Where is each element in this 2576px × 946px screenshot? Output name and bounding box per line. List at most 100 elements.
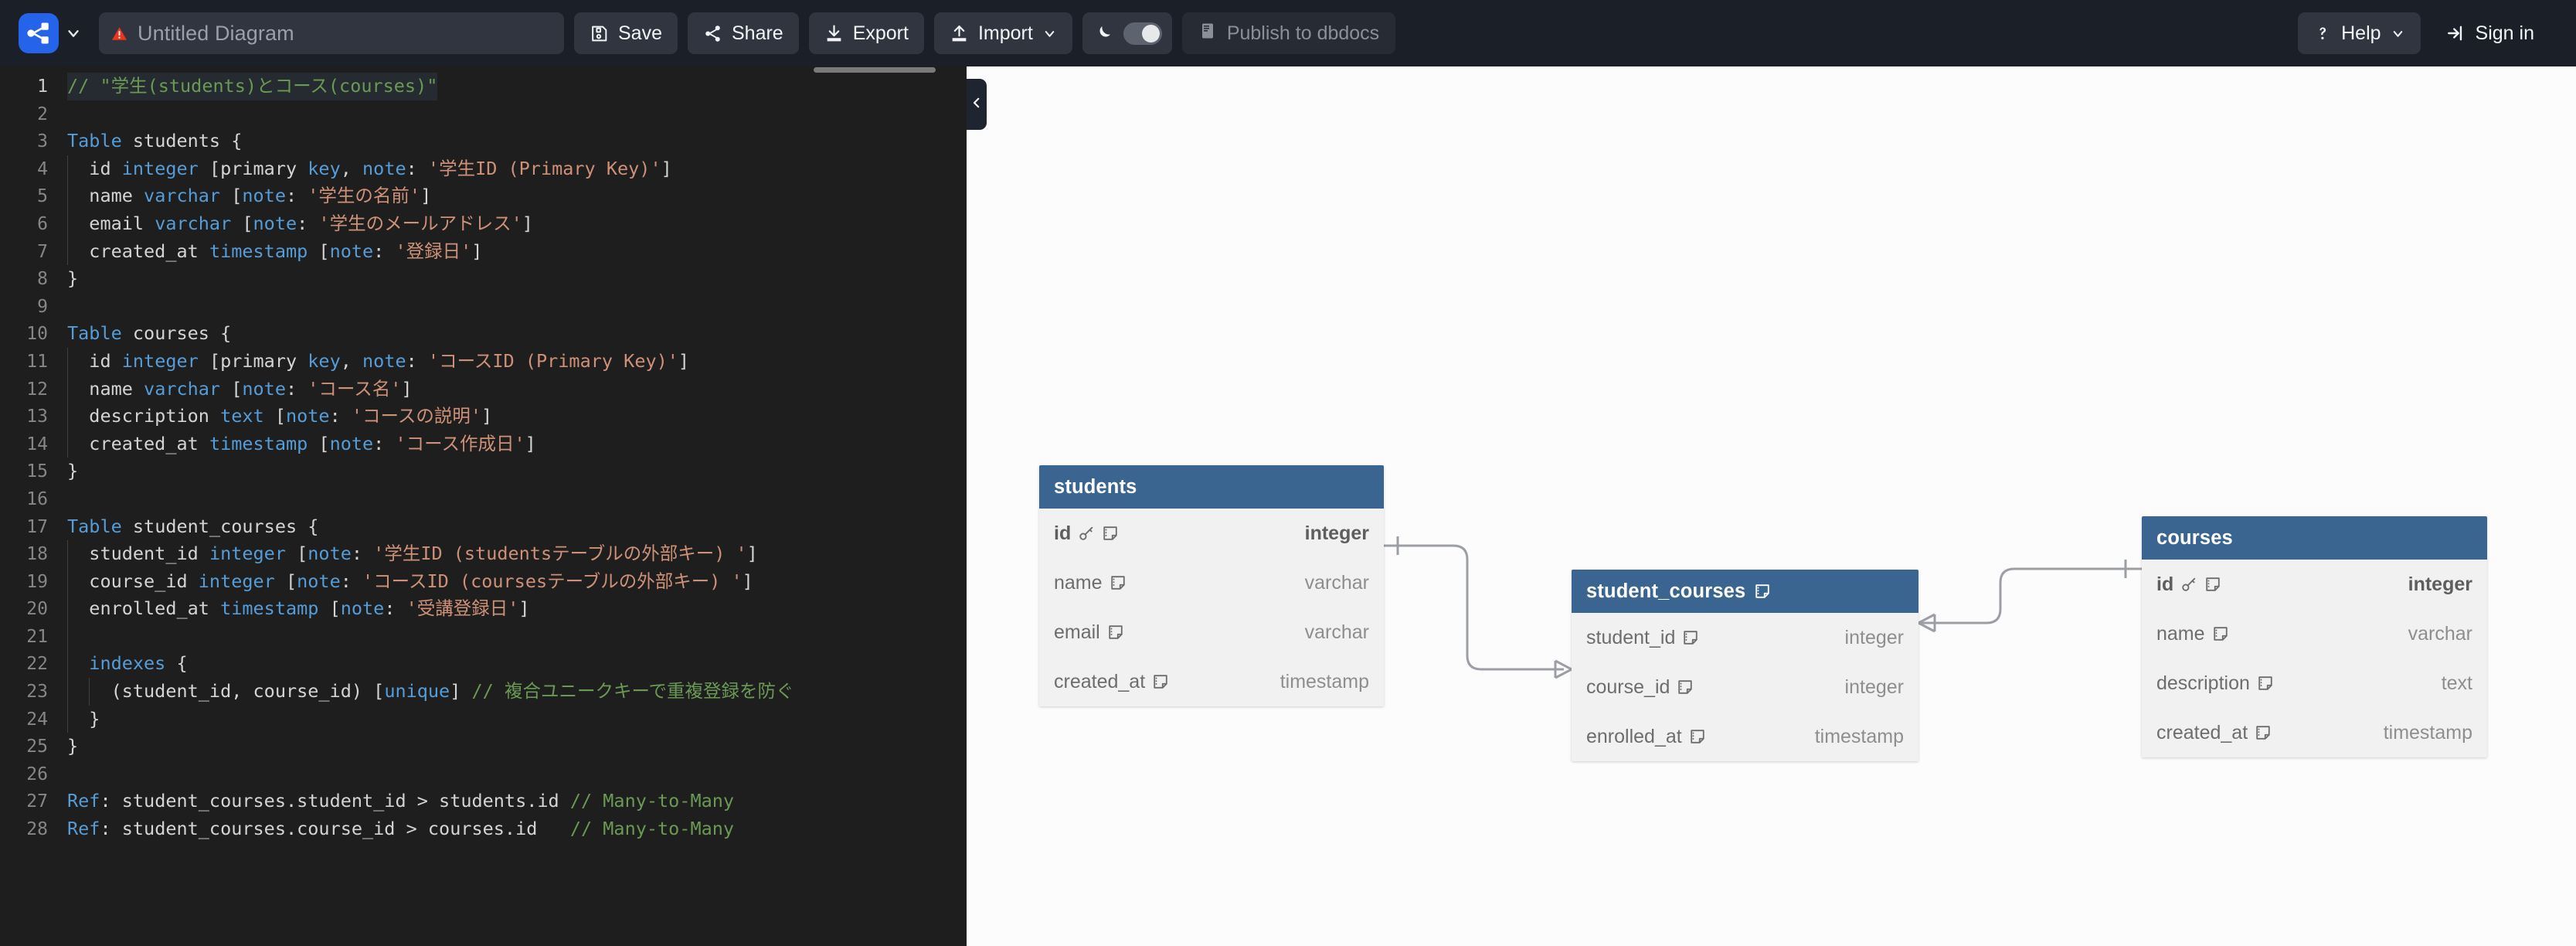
editor-horizontal-scrollbar[interactable] [814,66,967,73]
code-line[interactable]: 8} [0,265,967,293]
token-comment: // "学生(students)とコース(courses)" [67,75,438,97]
code-line[interactable]: 22 indexes { [0,650,967,678]
code-line[interactable]: 7 created_at timestamp [note: '登録日'] [0,238,967,266]
code-line[interactable]: 15} [0,458,967,485]
token-plain: email [67,212,155,234]
token-plain: id [67,349,122,372]
code-line-text: } [67,706,100,733]
er-table-header[interactable]: courses [2142,516,2487,560]
line-number: 21 [26,626,48,647]
code-line[interactable]: 9 [0,293,967,321]
note-icon[interactable] [1102,525,1119,542]
note-icon[interactable] [1107,624,1124,641]
note-icon[interactable] [1689,728,1706,745]
token-plain: ] [525,432,536,454]
token-plain: : [406,157,428,179]
export-button[interactable]: Export [808,12,924,54]
publish-to-dbdocs-button[interactable]: Publish to dbdocs [1181,12,1396,54]
code-line[interactable]: 23 (student_id, course_id) [unique] // 複… [0,678,967,706]
token-plain: : [351,543,374,565]
indent-guide [67,155,68,266]
code-line[interactable]: 16 [0,485,967,513]
save-button[interactable]: Save [574,12,678,54]
note-icon[interactable] [2257,675,2274,692]
er-field-name-group: name [1054,572,1127,594]
toggle-switch-track[interactable] [1123,22,1162,45]
code-line[interactable]: 21 [0,623,967,651]
scrollbar-thumb[interactable] [814,67,936,73]
diagram-title-input[interactable]: Untitled Diagram [99,12,564,54]
note-icon[interactable] [2255,724,2272,741]
share-network-icon[interactable] [19,13,59,53]
token-type: timestamp [209,240,308,262]
code-line[interactable]: 25} [0,733,967,761]
note-icon[interactable] [1110,574,1127,591]
collapse-editor-button[interactable] [967,79,987,130]
code-line[interactable]: 2 [0,100,967,128]
code-line[interactable]: 5 name varchar [note: '学生の名前'] [0,182,967,210]
token-plain: : [373,432,396,454]
code-line-text: indexes { [67,650,187,678]
dark-mode-toggle[interactable] [1082,12,1172,54]
code-line[interactable]: 1// "学生(students)とコース(courses)" [0,73,967,100]
token-plain: ] [471,240,483,262]
code-line[interactable]: 18 student_id integer [note: '学生ID (stud… [0,540,967,568]
token-type: integer [198,570,275,592]
code-line[interactable]: 4 id integer [primary key, note: '学生ID (… [0,155,967,183]
chevron-down-icon[interactable] [65,25,82,42]
er-table-header[interactable]: students [1039,465,1384,509]
save-button-label: Save [618,22,662,44]
token-str: 'コース作成日' [395,432,525,454]
app-logo-group[interactable] [19,13,82,53]
chevron-left-icon [970,96,984,114]
er-table-header[interactable]: student_courses [1572,570,1918,613]
sign-in-button[interactable]: Sign in [2431,12,2550,54]
token-plain: [ [308,432,330,454]
er-field-name-group: name [2156,623,2229,645]
note-icon[interactable] [1677,679,1694,696]
note-icon[interactable] [1754,583,1771,600]
code-line[interactable]: 26 [0,761,967,788]
code-line[interactable]: 14 created_at timestamp [note: 'コース作成日'] [0,430,967,458]
import-button[interactable]: Import [933,12,1072,54]
token-str: 'コースの説明' [351,405,481,427]
note-icon[interactable] [2204,576,2221,593]
note-icon[interactable] [2212,625,2229,642]
note-icon[interactable] [1682,629,1699,646]
line-number: 15 [26,461,48,482]
token-type: note [362,157,406,179]
code-line-text: enrolled_at timestamp [note: '受講登録日'] [67,595,529,623]
code-line[interactable]: 24 } [0,706,967,733]
code-line[interactable]: 20 enrolled_at timestamp [note: '受講登録日'] [0,595,967,623]
code-line[interactable]: 12 name varchar [note: 'コース名'] [0,376,967,403]
note-icon[interactable] [1152,673,1169,690]
share-button[interactable]: Share [687,12,799,54]
code-line[interactable]: 13 description text [note: 'コースの説明'] [0,403,967,430]
help-button[interactable]: Help [2298,12,2421,54]
code-line[interactable]: 6 email varchar [note: '学生のメールアドレス'] [0,210,967,238]
code-line[interactable]: 11 id integer [primary key, note: 'コースID… [0,348,967,376]
code-line[interactable]: 19 course_id integer [note: 'コースID (cour… [0,568,967,596]
